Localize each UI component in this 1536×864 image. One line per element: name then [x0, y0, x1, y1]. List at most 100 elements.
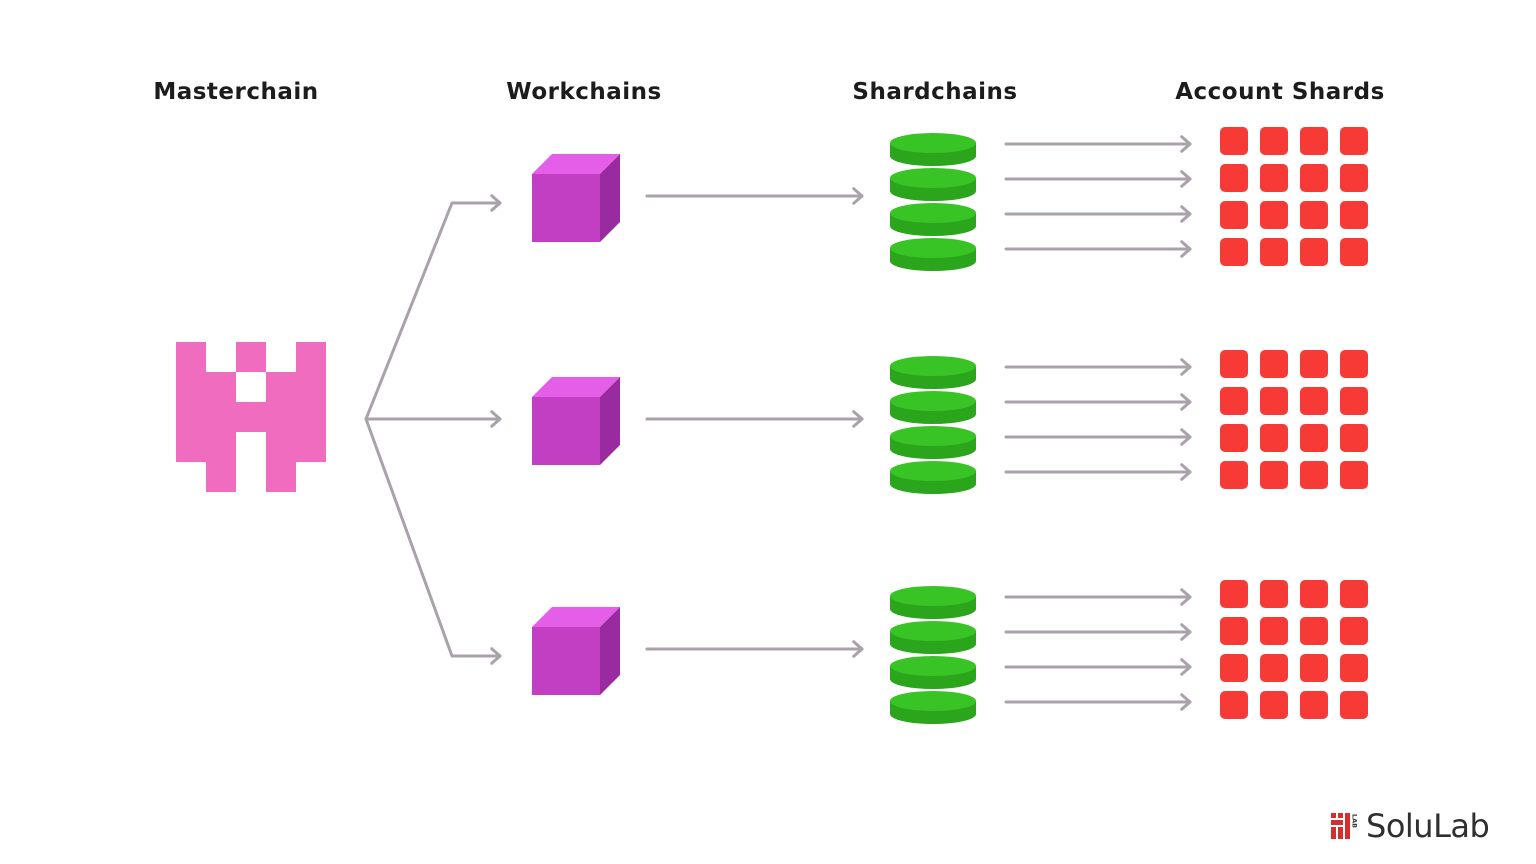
- account-grid-2: [1220, 350, 1368, 489]
- shardchain-stack-2: [890, 356, 976, 494]
- workchain-arrows: [645, 187, 864, 658]
- shard-disc-2-1: [890, 356, 976, 389]
- shardchain-stack-1: [890, 133, 976, 271]
- account-cell-3-3-1: [1220, 654, 1248, 682]
- arrow-to-shardchain-3: [645, 640, 864, 658]
- shardchains-title: Shardchains: [852, 79, 1018, 105]
- account-cell-3-3-3: [1300, 654, 1328, 682]
- account-cell-2-3-4: [1340, 424, 1368, 452]
- account-cell-2-2-1: [1220, 387, 1248, 415]
- account-cell-1-1-4: [1340, 127, 1368, 155]
- arrow-to-account-3-3: [1004, 658, 1192, 676]
- account-cell-2-2-3: [1300, 387, 1328, 415]
- account-cell-2-4-1: [1220, 461, 1248, 489]
- workchain-cube-3: [532, 607, 620, 695]
- account-cell-1-3-2: [1260, 201, 1288, 229]
- account-cell-2-1-2: [1260, 350, 1288, 378]
- account-cell-2-3-1: [1220, 424, 1248, 452]
- account-grid-1: [1220, 127, 1368, 266]
- arrow-to-account-3-1: [1004, 588, 1192, 606]
- shard-disc-2-3: [890, 426, 976, 459]
- account-cell-1-4-4: [1340, 238, 1368, 266]
- account-cell-3-1-2: [1260, 580, 1288, 608]
- account-grid-3: [1220, 580, 1368, 719]
- logo-letters: LAB: [1351, 814, 1359, 828]
- account-cell-1-4-3: [1300, 238, 1328, 266]
- arrow-to-account-1-1: [1004, 135, 1192, 153]
- account-cell-2-1-3: [1300, 350, 1328, 378]
- account-cell-3-4-3: [1300, 691, 1328, 719]
- account-cell-3-4-2: [1260, 691, 1288, 719]
- shardchain-stack-3: [890, 586, 976, 724]
- account-cell-3-3-2: [1260, 654, 1288, 682]
- account-cell-1-3-3: [1300, 201, 1328, 229]
- account-cell-2-4-2: [1260, 461, 1288, 489]
- masterchain-icon: [176, 342, 326, 492]
- shard-arrows-2: [1004, 358, 1192, 481]
- account-cell-1-3-1: [1220, 201, 1248, 229]
- account-cell-3-2-2: [1260, 617, 1288, 645]
- arrow-to-account-2-3: [1004, 428, 1192, 446]
- solulab-brand: LAB SoluLab: [1330, 804, 1490, 848]
- shard-arrows-1: [1004, 135, 1192, 258]
- workchain-cube-2: [532, 377, 620, 465]
- account-cell-3-2-4: [1340, 617, 1368, 645]
- arrow-to-account-1-4: [1004, 240, 1192, 258]
- account-cell-1-2-3: [1300, 164, 1328, 192]
- shard-disc-3-2: [890, 621, 976, 654]
- account-cell-1-4-2: [1260, 238, 1288, 266]
- account-cell-1-2-1: [1220, 164, 1248, 192]
- shard-disc-3-3: [890, 656, 976, 689]
- account-cell-3-2-3: [1300, 617, 1328, 645]
- shard-disc-3-1: [890, 586, 976, 619]
- arrow-to-workchain-1: [364, 194, 502, 421]
- account-cell-1-1-2: [1260, 127, 1288, 155]
- account-cell-1-1-3: [1300, 127, 1328, 155]
- shard-disc-3-4: [890, 691, 976, 724]
- account-cell-3-4-4: [1340, 691, 1368, 719]
- account-cell-3-1-4: [1340, 580, 1368, 608]
- arrow-to-account-3-2: [1004, 623, 1192, 641]
- arrow-to-account-2-4: [1004, 463, 1192, 481]
- account-cell-1-3-4: [1340, 201, 1368, 229]
- account-cell-2-4-3: [1300, 461, 1328, 489]
- account-cell-3-2-1: [1220, 617, 1248, 645]
- arrow-to-account-1-3: [1004, 205, 1192, 223]
- shard-disc-1-1: [890, 133, 976, 166]
- account-cell-3-1-1: [1220, 580, 1248, 608]
- account-cell-2-4-4: [1340, 461, 1368, 489]
- brand-name: SoluLab: [1366, 807, 1490, 845]
- account-cell-2-1-4: [1340, 350, 1368, 378]
- account-shards-title: Account Shards: [1175, 79, 1385, 105]
- account-cell-2-3-2: [1260, 424, 1288, 452]
- masterchain-arrows: [364, 194, 502, 665]
- workchains-title: Workchains: [506, 79, 662, 105]
- arrow-to-account-2-2: [1004, 393, 1192, 411]
- account-cell-2-2-4: [1340, 387, 1368, 415]
- shard-arrows-3: [1004, 588, 1192, 711]
- account-cell-1-2-2: [1260, 164, 1288, 192]
- account-cell-1-2-4: [1340, 164, 1368, 192]
- arrow-to-account-2-1: [1004, 358, 1192, 376]
- account-cell-3-3-4: [1340, 654, 1368, 682]
- arrow-to-shardchain-2: [645, 410, 864, 428]
- arrow-to-workchain-2: [364, 410, 502, 428]
- shard-disc-2-4: [890, 461, 976, 494]
- account-cell-2-2-2: [1260, 387, 1288, 415]
- shard-disc-1-4: [890, 238, 976, 271]
- arrow-to-workchain-3: [364, 417, 502, 665]
- shard-disc-1-2: [890, 168, 976, 201]
- account-cell-1-4-1: [1220, 238, 1248, 266]
- masterchain-title: Masterchain: [153, 79, 319, 105]
- account-cell-3-1-3: [1300, 580, 1328, 608]
- arrow-to-shardchain-1: [645, 187, 864, 205]
- arrow-to-account-3-4: [1004, 693, 1192, 711]
- workchain-cube-1: [532, 154, 620, 242]
- shard-disc-1-3: [890, 203, 976, 236]
- solulab-logo-icon: LAB: [1331, 813, 1359, 839]
- arrow-to-account-1-2: [1004, 170, 1192, 188]
- shard-disc-2-2: [890, 391, 976, 424]
- account-cell-2-3-3: [1300, 424, 1328, 452]
